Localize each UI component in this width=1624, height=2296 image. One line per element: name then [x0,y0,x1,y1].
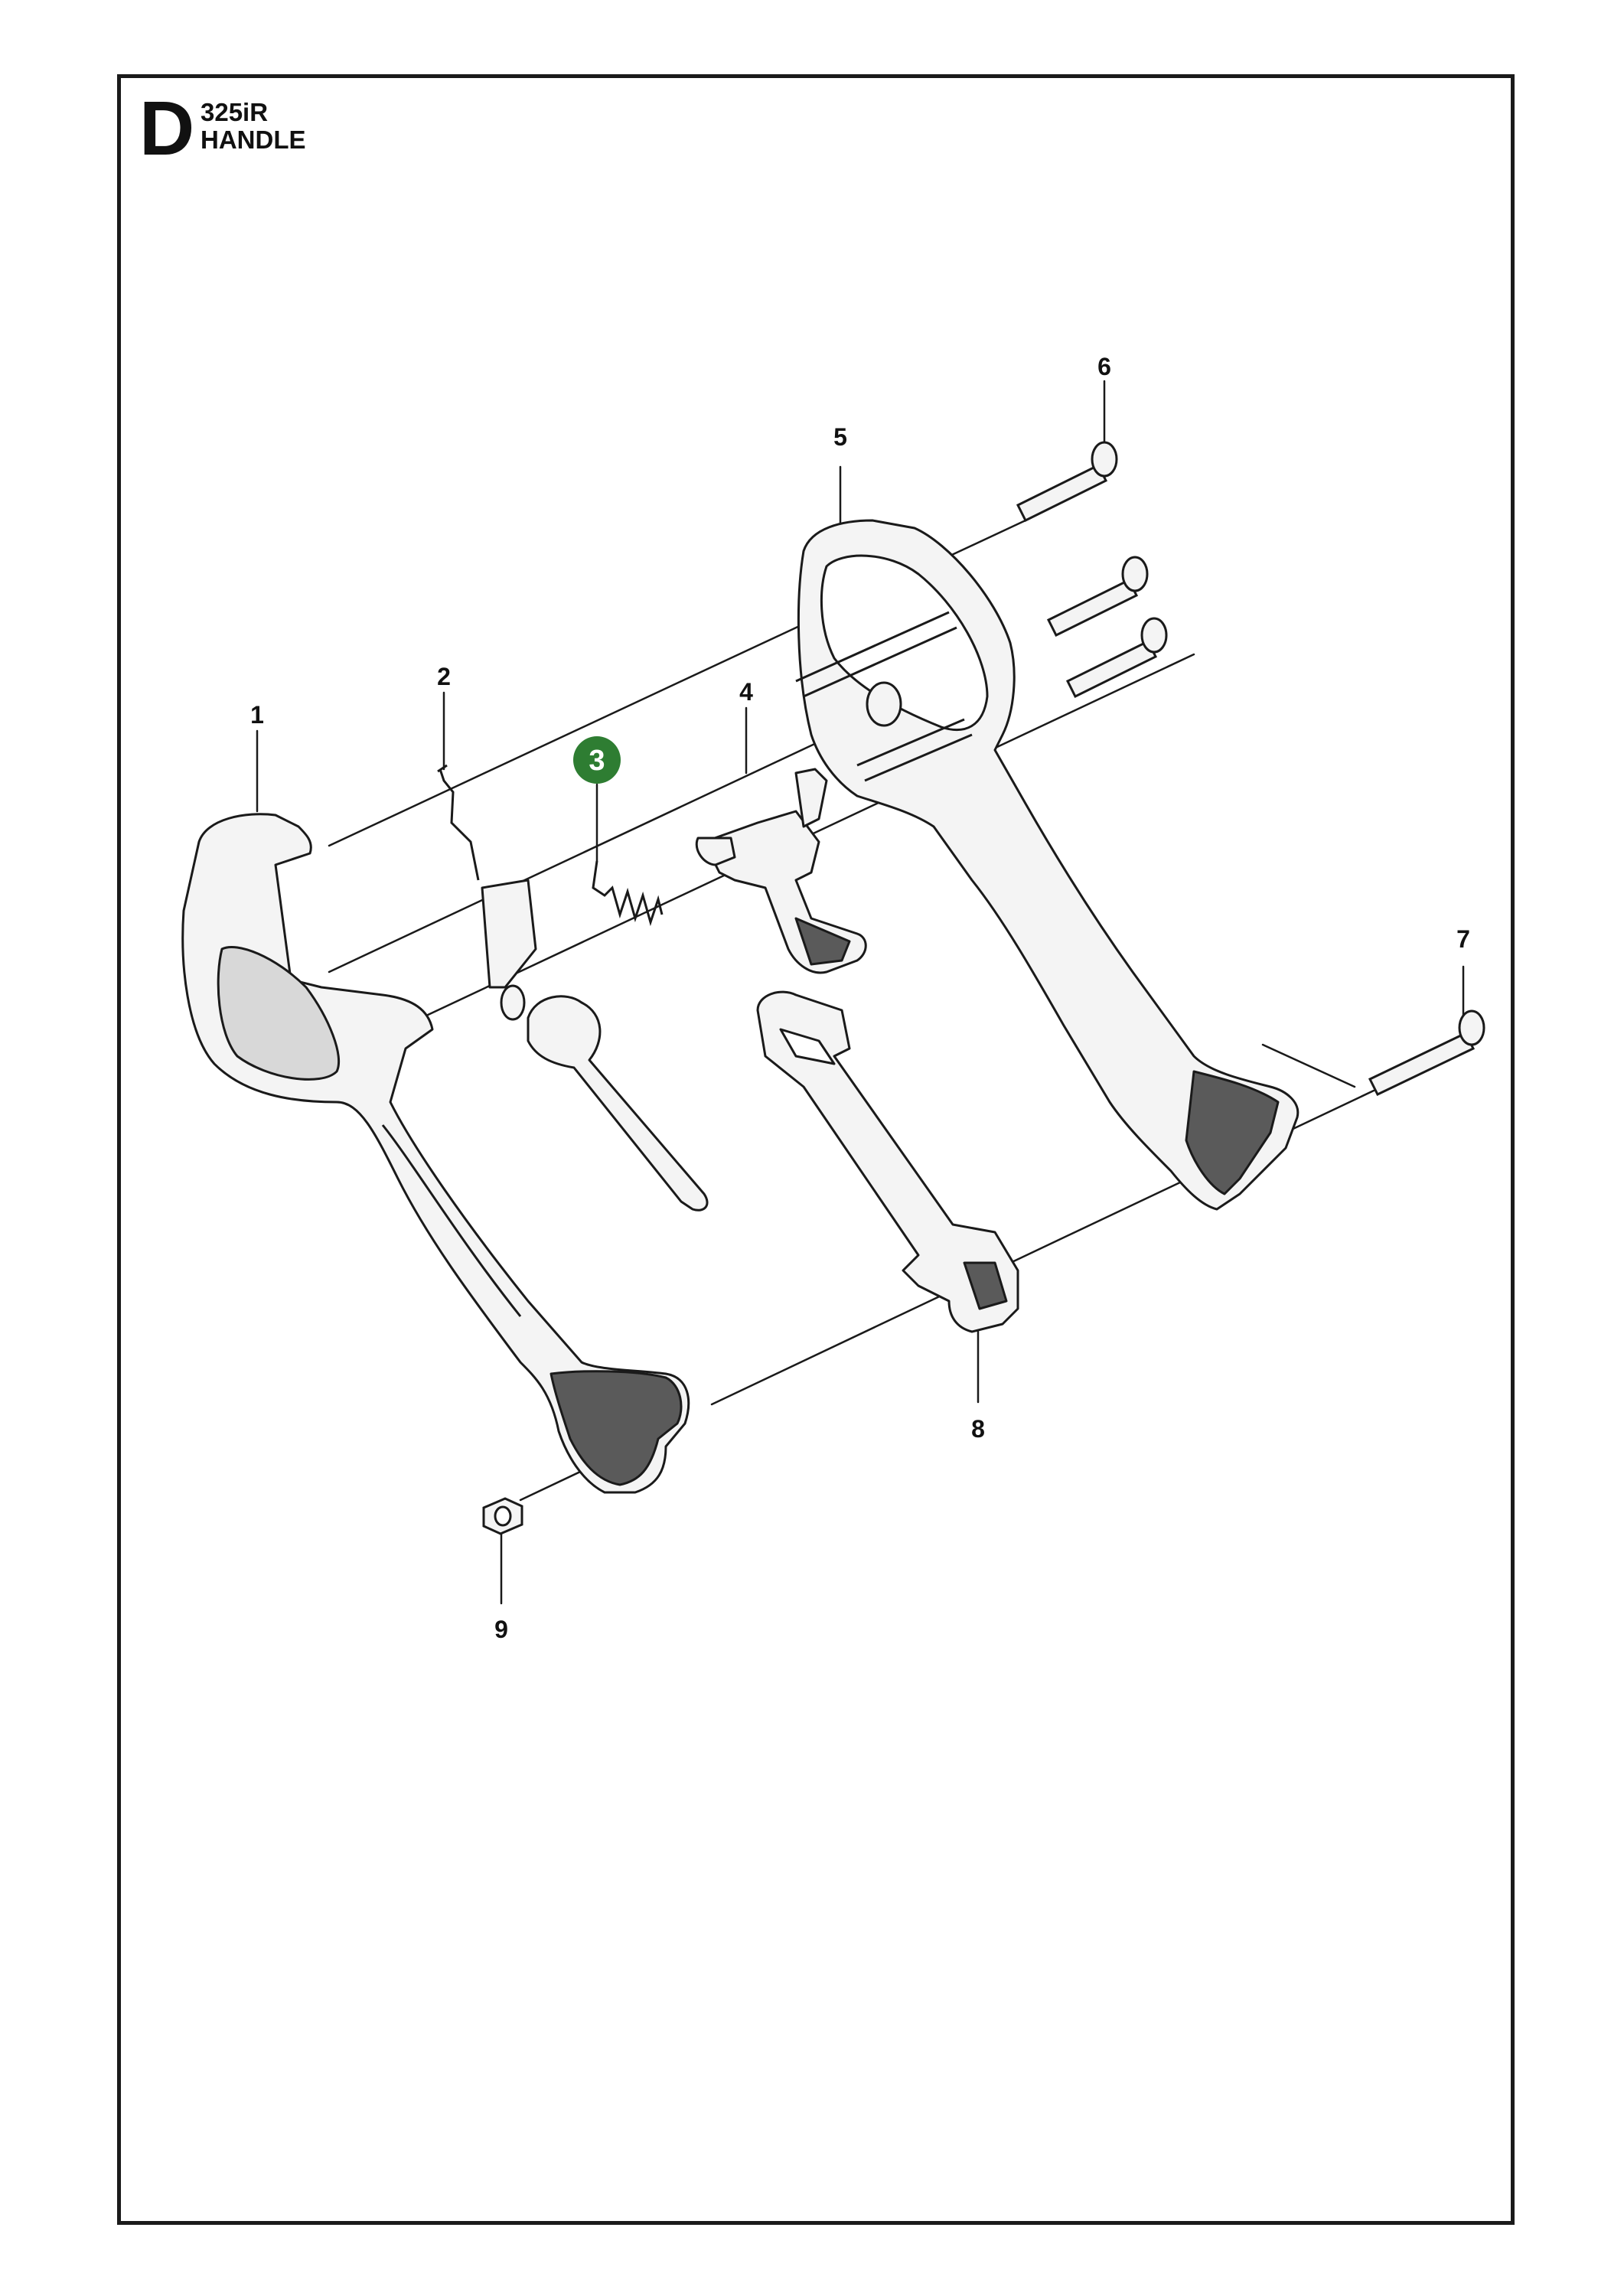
page-title: HANDLE [201,126,306,154]
callout-7[interactable]: 7 [1456,925,1470,953]
assembly-line [328,733,836,974]
part-9-nut [482,1497,523,1535]
page-frame [117,74,1515,2225]
part-7-screw [1368,1009,1485,1096]
callout-6[interactable]: 6 [1097,353,1111,380]
callout-4[interactable]: 4 [739,678,753,706]
assembly-line [1261,1043,1356,1088]
callout-3-badge[interactable]: 3 [573,736,621,784]
callout-3[interactable]: 3 [589,745,605,777]
callout-8[interactable]: 8 [971,1415,985,1443]
callout-2[interactable]: 2 [437,663,451,690]
title-block: 325iR HANDLE [201,99,306,154]
throttle-lock-lever [481,879,709,1212]
part-4-throttle-trigger [695,768,867,974]
part-8-insert [756,990,1019,1333]
callout-9[interactable]: 9 [494,1616,508,1643]
section-letter: D [139,86,195,171]
highlight-circle [573,736,621,784]
part-5-handle-half [795,519,1300,1211]
part-1-handle-half [181,813,690,1494]
callout-1[interactable]: 1 [250,701,264,729]
model-name: 325iR [201,98,269,126]
part-2-clip [437,764,480,881]
part-6-screws [1016,441,1168,699]
part-3-spring [592,860,664,927]
callout-5[interactable]: 5 [833,423,847,451]
